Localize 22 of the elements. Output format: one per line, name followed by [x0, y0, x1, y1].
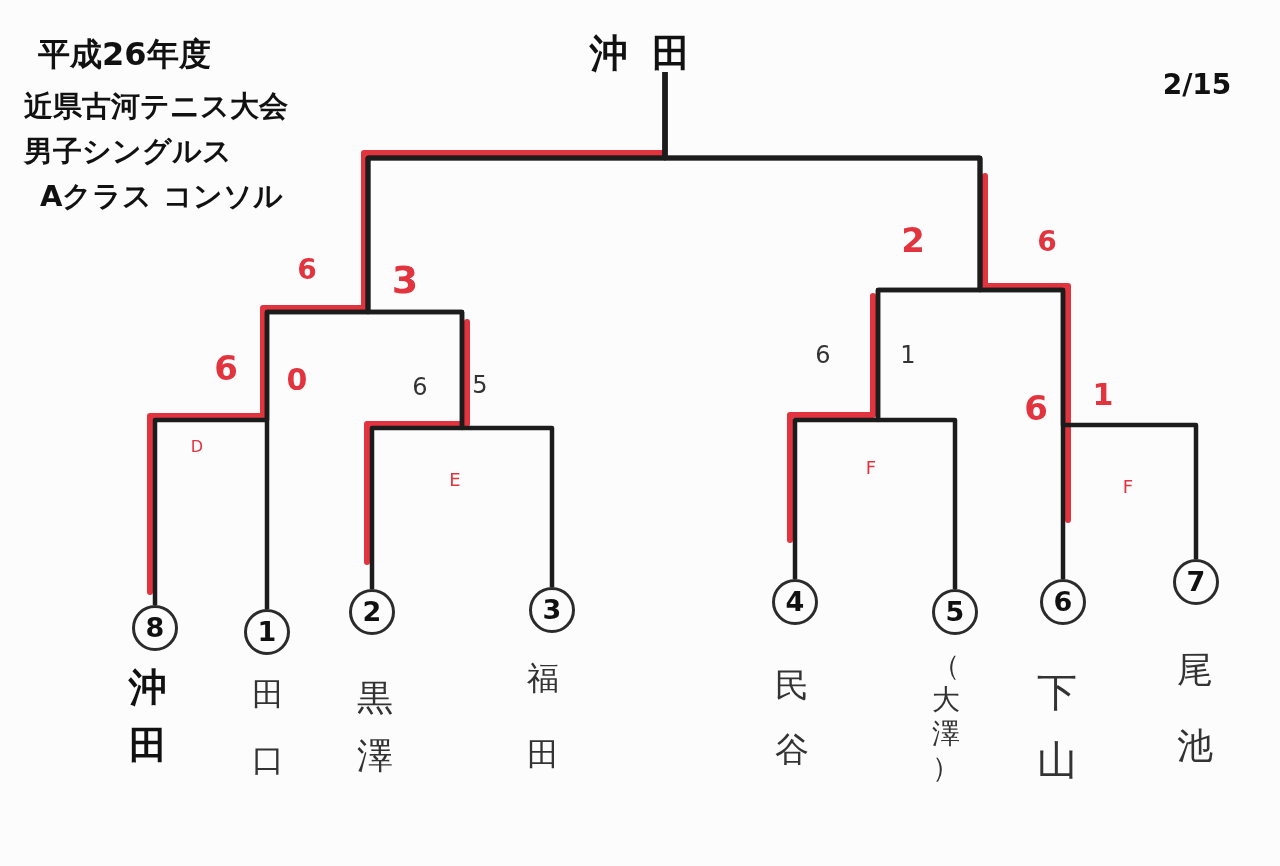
player-name: 田口	[251, 674, 285, 781]
court-letter: F	[1122, 478, 1134, 496]
player-name: 沖田	[127, 664, 168, 769]
seed-circle: 5	[932, 589, 978, 635]
player-name: （大澤）	[931, 649, 961, 785]
seed-circle: 7	[1173, 559, 1219, 605]
heading-text: 近県古河テニス大会	[24, 92, 288, 121]
heading-text: 男子シングルス	[24, 137, 232, 166]
seed-circle: 6	[1040, 579, 1086, 625]
player-name: 民谷	[774, 664, 810, 771]
score-number: 1	[1092, 380, 1114, 410]
player-name: 尾池	[1176, 648, 1214, 768]
heading-text: 平成26年度	[38, 38, 211, 70]
seed-circle: 1	[244, 609, 290, 655]
seed-circle: 8	[132, 605, 178, 651]
player-name: 下山	[1036, 668, 1078, 785]
date-text: 2/15	[1162, 71, 1232, 99]
seed-circle: 3	[529, 587, 575, 633]
seed-circle: 2	[349, 589, 395, 635]
winner-name: 沖田	[590, 34, 690, 72]
player-name: 福田	[526, 658, 560, 775]
player-name: 黒澤	[356, 676, 394, 778]
